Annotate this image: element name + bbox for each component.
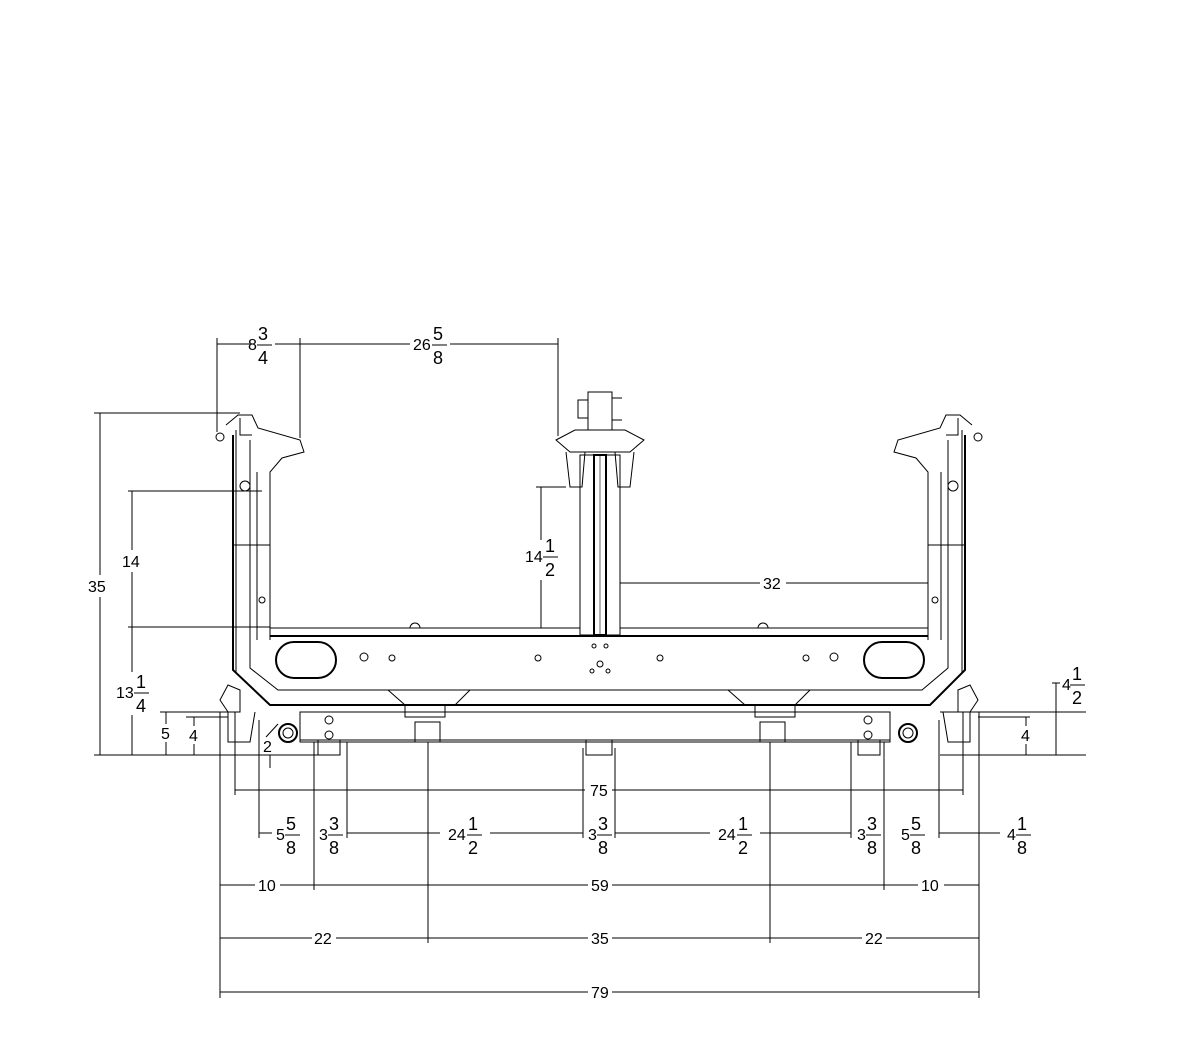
- dim-35-height: 35: [88, 579, 106, 596]
- dim-seg-a: 5 5 8: [276, 814, 300, 858]
- dim-13-1-4: 13 1 4: [116, 672, 149, 716]
- dim-4-right: 4: [1021, 728, 1030, 745]
- svg-text:3: 3: [867, 814, 877, 834]
- svg-text:5: 5: [286, 814, 296, 834]
- svg-text:3: 3: [329, 814, 339, 834]
- svg-text:2: 2: [468, 838, 478, 858]
- svg-text:1: 1: [545, 536, 555, 556]
- svg-text:24: 24: [718, 827, 736, 844]
- dim-14-1-2: 14 1 2: [525, 536, 558, 580]
- dim-8-3-4: 8 3 4: [248, 324, 272, 368]
- dim-2: 2: [263, 739, 272, 756]
- svg-text:8: 8: [598, 838, 608, 858]
- dimension-labels: 8 3 4 26 5 8 35 14 13 1 4 5 4 2 14 1: [88, 324, 1085, 1002]
- svg-text:5: 5: [276, 827, 285, 844]
- svg-text:3: 3: [319, 827, 328, 844]
- svg-text:3: 3: [598, 814, 608, 834]
- dim-4-left: 4: [189, 728, 198, 745]
- dim-5: 5: [161, 726, 170, 743]
- dim-32: 32: [763, 576, 781, 593]
- frame-structure: [215, 391, 983, 756]
- dim-26-5-8: 26 5 8: [413, 324, 447, 368]
- svg-text:4: 4: [136, 696, 146, 716]
- dim-59: 59: [591, 878, 609, 895]
- dim-seg-d: 3 3 8: [588, 814, 612, 858]
- svg-text:8: 8: [911, 838, 921, 858]
- dim-22-left: 22: [314, 931, 332, 948]
- svg-text:1: 1: [1017, 814, 1027, 834]
- svg-text:3: 3: [588, 827, 597, 844]
- svg-text:1: 1: [468, 814, 478, 834]
- svg-text:4: 4: [1007, 827, 1016, 844]
- svg-text:1: 1: [738, 814, 748, 834]
- svg-text:8: 8: [1017, 838, 1027, 858]
- dim-seg-c: 24 1 2: [448, 814, 482, 858]
- dim-14: 14: [122, 554, 140, 571]
- svg-text:14: 14: [525, 549, 543, 566]
- svg-text:8: 8: [329, 838, 339, 858]
- dim-4-1-2: 4 1 2: [1062, 664, 1085, 708]
- svg-text:24: 24: [448, 827, 466, 844]
- dim-22-right: 22: [865, 931, 883, 948]
- svg-text:4: 4: [258, 348, 268, 368]
- svg-text:5: 5: [901, 827, 910, 844]
- dim-seg-f: 3 3 8: [857, 814, 881, 858]
- svg-text:3: 3: [258, 324, 268, 344]
- dim-10-left: 10: [258, 878, 276, 895]
- svg-text:3: 3: [857, 827, 866, 844]
- svg-text:2: 2: [738, 838, 748, 858]
- svg-text:2: 2: [545, 560, 555, 580]
- svg-text:13: 13: [116, 685, 134, 702]
- dim-seg-h: 4 1 8: [1007, 814, 1031, 858]
- svg-text:4: 4: [1062, 677, 1071, 694]
- svg-text:5: 5: [911, 814, 921, 834]
- dim-10-right: 10: [921, 878, 939, 895]
- svg-text:8: 8: [286, 838, 296, 858]
- svg-text:26: 26: [413, 337, 431, 354]
- dim-seg-b: 3 3 8: [319, 814, 343, 858]
- svg-text:5: 5: [433, 324, 443, 344]
- dim-79: 79: [591, 985, 609, 1002]
- dim-35-mid: 35: [591, 931, 609, 948]
- dim-seg-e: 24 1 2: [718, 814, 752, 858]
- svg-text:2: 2: [1072, 688, 1082, 708]
- svg-text:1: 1: [1072, 664, 1082, 684]
- dim-75: 75: [590, 783, 608, 800]
- svg-text:8: 8: [867, 838, 877, 858]
- dimension-lines: [94, 338, 1086, 998]
- svg-text:8: 8: [248, 337, 257, 354]
- dim-seg-g: 5 5 8: [901, 814, 925, 858]
- svg-text:8: 8: [433, 348, 443, 368]
- svg-text:1: 1: [136, 672, 146, 692]
